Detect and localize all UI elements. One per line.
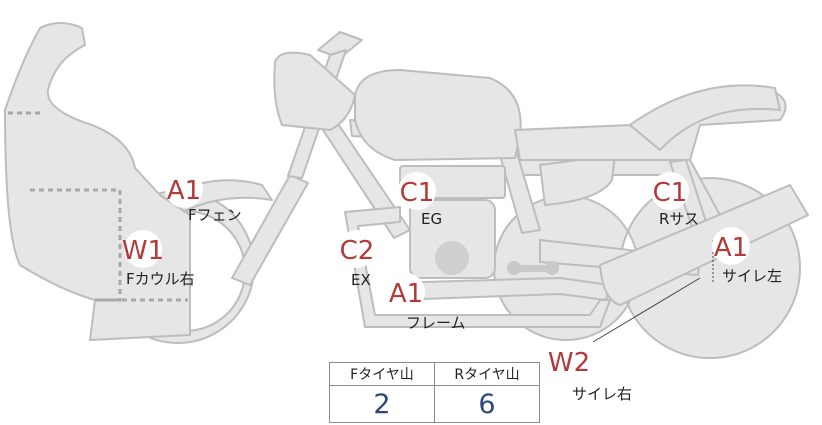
marker-f-cowl-right: W1 Fカウル右 <box>122 230 195 288</box>
marker-code: W2 <box>548 348 590 378</box>
front-tire-tread-value: 2 <box>329 385 435 423</box>
marker-r-sus: C1 Rサス <box>651 172 699 228</box>
marker-code: A1 <box>714 233 748 263</box>
marker-eg: C1 EG <box>398 172 442 228</box>
tire-tread-table: Fタイヤ山 Rタイヤ山 2 6 <box>329 362 540 423</box>
front-fork <box>231 174 309 286</box>
engine-case <box>435 241 469 275</box>
marker-code: C2 <box>340 236 375 266</box>
rear-tire-tread-value: 6 <box>434 385 540 423</box>
marker-code: A1 <box>167 176 201 206</box>
marker-code: A1 <box>389 279 423 309</box>
cowl-panel-lines <box>8 111 188 302</box>
exhaust-pipe <box>344 206 611 328</box>
marker-label: Rサス <box>659 210 699 228</box>
marker-f-fender: A1 Fフェン <box>165 170 242 224</box>
engine-block <box>409 199 496 279</box>
headlight-cowl <box>273 51 356 131</box>
marker-label: Fフェン <box>188 206 242 224</box>
marker-code: C1 <box>653 178 688 208</box>
fuel-tank <box>354 69 522 161</box>
silencer <box>599 184 809 306</box>
rear-axle-rod <box>507 261 559 275</box>
side-cover <box>539 154 616 206</box>
marker-label: サイレ左 <box>722 267 782 285</box>
marker-label: EG <box>421 210 442 228</box>
marker-frame: A1 フレーム <box>387 273 466 332</box>
marker-code: W1 <box>122 236 164 266</box>
marker-label: フレーム <box>406 314 466 332</box>
rear-tire-tread-header: Rタイヤ山 <box>434 362 540 386</box>
marker-label: サイレ右 <box>572 385 632 403</box>
marker-code: C1 <box>400 178 435 208</box>
front-cowl <box>4 22 191 341</box>
front-tire-tread-header: Fタイヤ山 <box>329 362 435 386</box>
marker-label: EX <box>351 271 371 289</box>
silencer-right-leader <box>592 277 701 343</box>
rear-fender <box>629 84 781 151</box>
marker-ex: C2 EX <box>338 230 376 289</box>
marker-silencer-right: W2 サイレ右 <box>548 342 632 403</box>
marker-silencer-left: A1 サイレ左 <box>712 227 782 285</box>
marker-label: Fカウル右 <box>126 270 195 288</box>
